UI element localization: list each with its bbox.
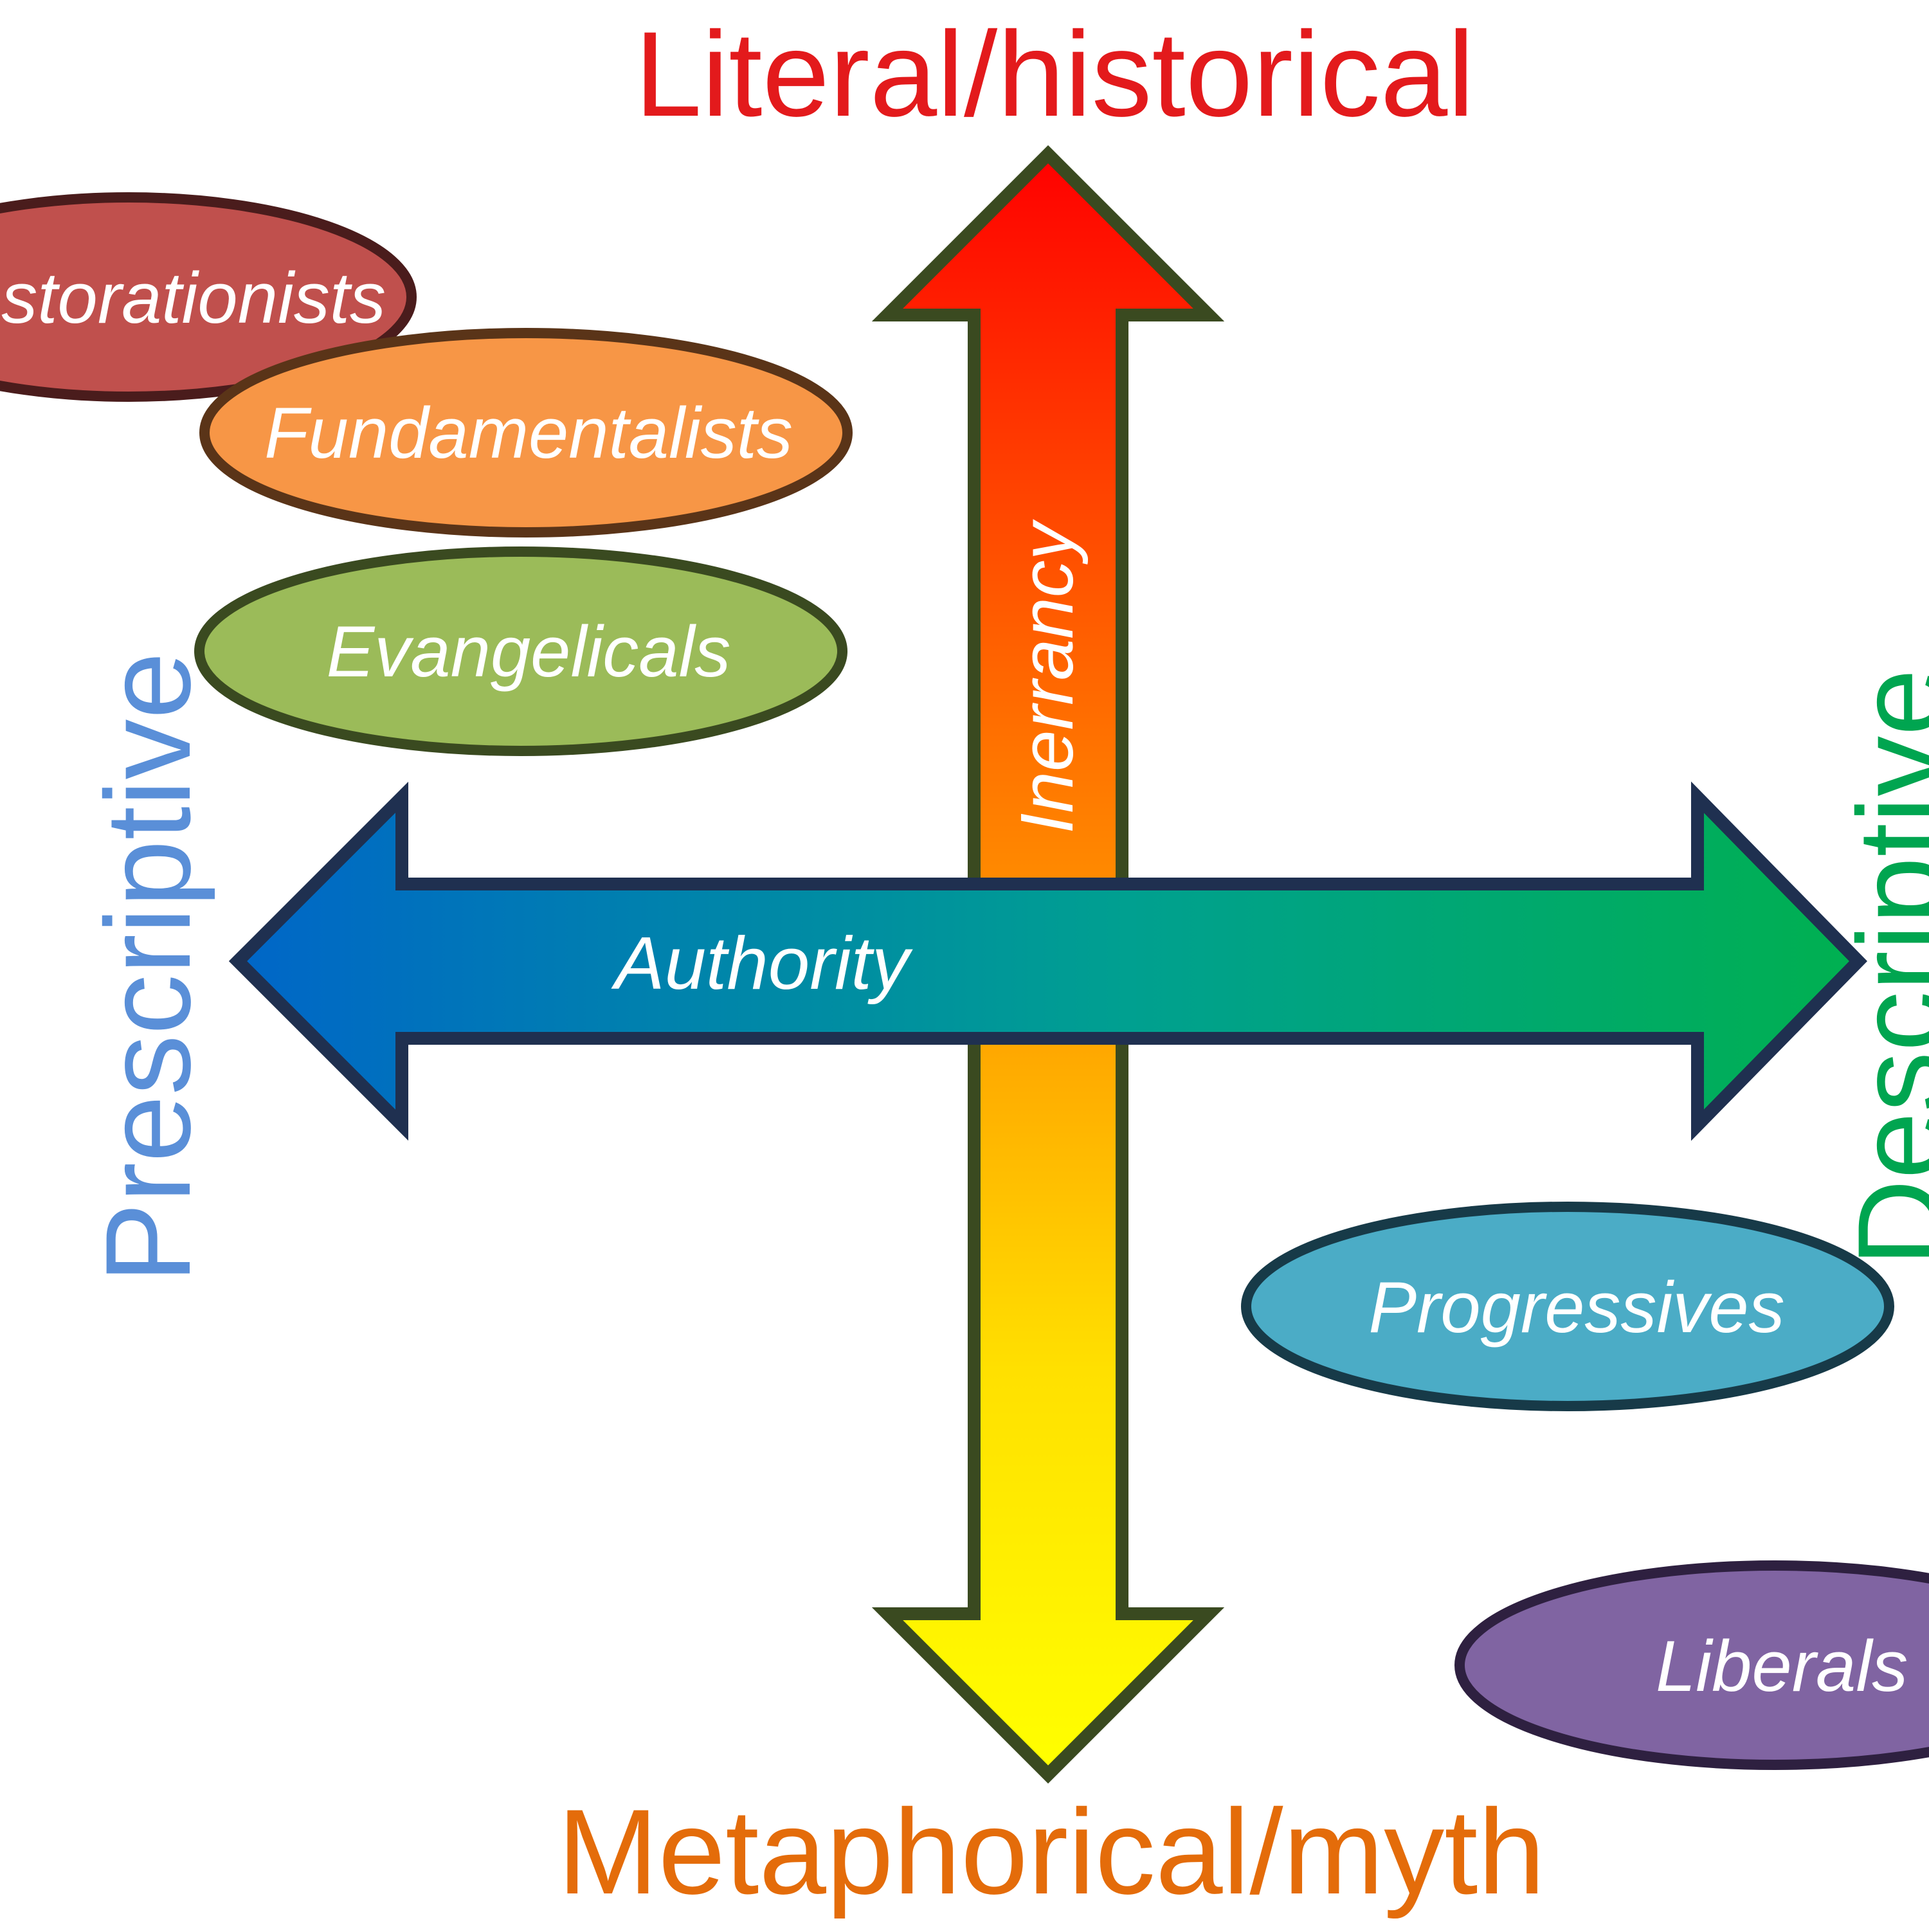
top-axis-label: Literal/historical bbox=[635, 6, 1474, 141]
group-restorationists: Restorationists bbox=[0, 192, 417, 402]
progressives-label: Progressives bbox=[1368, 1267, 1784, 1348]
authority-label: Authority bbox=[611, 921, 913, 1005]
left-axis-label: Prescriptive bbox=[80, 652, 215, 1283]
inerrancy-label: Inerrancy bbox=[1005, 519, 1089, 834]
bottom-axis-label: Metaphorical/myth bbox=[557, 1784, 1545, 1919]
authority-arrow bbox=[228, 781, 1868, 1141]
liberals-label: Liberals bbox=[1656, 1626, 1908, 1706]
group-progressives: Progressives bbox=[1241, 1202, 1894, 1411]
evangelicals-label: Evangelicals bbox=[327, 611, 731, 692]
group-liberals: Liberals bbox=[1454, 1560, 1929, 1770]
group-evangelicals: Evangelicals bbox=[194, 546, 847, 756]
group-fundamentalists: Fundamentalists bbox=[199, 328, 853, 537]
right-axis-label: Descriptive bbox=[1833, 669, 1929, 1267]
fundamentalists-label: Fundamentalists bbox=[264, 393, 793, 473]
restorationists-label: Restorationists bbox=[0, 258, 386, 338]
